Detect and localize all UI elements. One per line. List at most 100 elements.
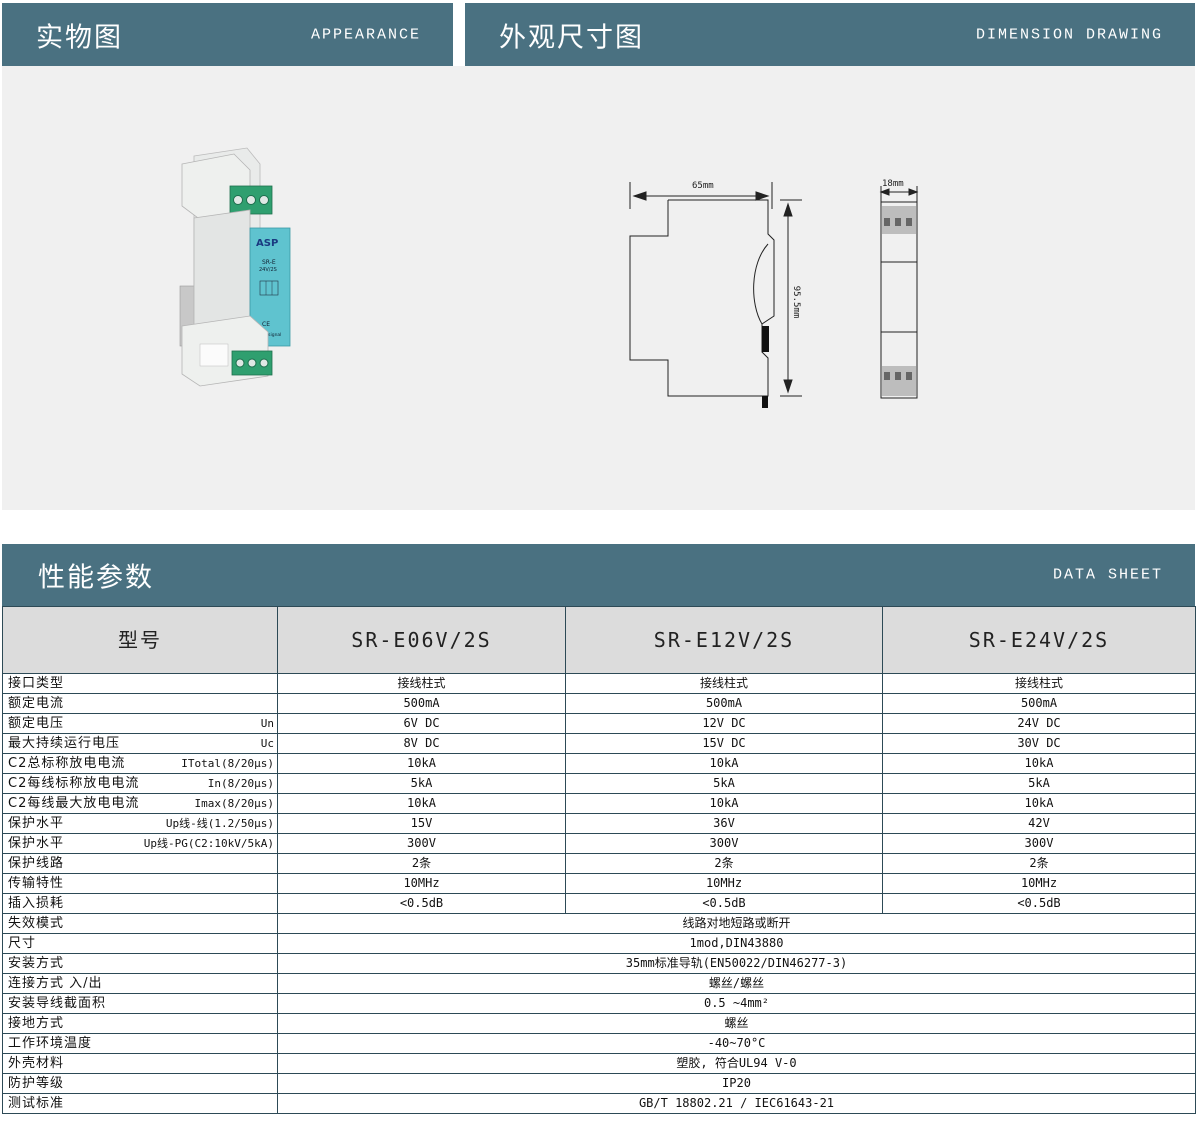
row-value-cell: 10kA — [565, 753, 883, 774]
row-label: 最大持续运行电压 — [8, 736, 121, 751]
row-value-cell: 10kA — [565, 793, 883, 814]
row-common-value-cell: -40~70°C — [277, 1033, 1196, 1054]
row-common-value-cell: 1mod,DIN43880 — [277, 933, 1196, 954]
row-label: 工作环境温度 — [8, 1036, 93, 1051]
row-common-value-cell: IP20 — [277, 1073, 1196, 1094]
row-label: C2总标称放电电流 — [8, 756, 126, 771]
row-value-cell: 24V DC — [882, 713, 1196, 734]
appearance-title-en: APPEARANCE — [310, 26, 421, 43]
row-label: 安装方式 — [8, 956, 65, 971]
row-label: 保护线路 — [8, 856, 65, 871]
row-name-cell: 测试标准 — [2, 1093, 278, 1114]
datasheet-title-en: DATA SHEET — [1052, 566, 1163, 584]
dim-width-label: 65mm — [692, 181, 714, 191]
product-model-sub: 24V/2S — [259, 267, 277, 273]
row-value-cell: 500mA — [565, 693, 883, 714]
row-name-cell: 安装方式 — [2, 953, 278, 974]
row-value-cell: <0.5dB — [565, 893, 883, 914]
row-common-value-cell: 螺丝/螺丝 — [277, 973, 1196, 994]
row-value-cell: 10kA — [882, 753, 1196, 774]
row-label: 测试标准 — [8, 1096, 65, 1111]
row-value-cell: 10kA — [882, 793, 1196, 814]
table-header-row: 型号 SR-E06V/2S SR-E12V/2S SR-E24V/2S — [2, 606, 1196, 674]
row-value-cell: 10MHz — [565, 873, 883, 894]
row-value-cell: 10MHz — [277, 873, 566, 894]
row-value-cell: 300V — [882, 833, 1196, 854]
row-name-cell: 额定电流 — [2, 693, 278, 714]
table-row-common: 连接方式 入/出螺丝/螺丝 — [2, 973, 1196, 994]
row-label: 接地方式 — [8, 1016, 65, 1031]
product-photo: ASP SR-E 24V/2S CE SAPHsignal — [179, 147, 291, 387]
row-value-cell: 10kA — [277, 793, 566, 814]
row-name-cell: 传输特性 — [2, 873, 278, 894]
row-symbol: Up线-PG(C2:10kV/5kA) — [143, 837, 274, 850]
row-label: 插入损耗 — [8, 896, 65, 911]
row-value-cell: 2条 — [277, 853, 566, 874]
datasheet-title-cn: 性能参数 — [38, 562, 154, 594]
row-value-cell: 500mA — [882, 693, 1196, 714]
image-panel: ASP SR-E 24V/2S CE SAPHsignal — [2, 66, 1195, 510]
row-value-cell: <0.5dB — [277, 893, 566, 914]
dimension-title-en: DIMENSION DRAWING — [975, 26, 1163, 43]
row-value-cell: 接线柱式 — [277, 673, 566, 694]
row-value-cell: 2条 — [882, 853, 1196, 874]
product-model-label: SR-E — [262, 259, 276, 266]
table-row: 接口类型接线柱式接线柱式接线柱式 — [2, 673, 1196, 694]
row-value-cell: 5kA — [882, 773, 1196, 794]
row-symbol: Uc — [260, 737, 274, 750]
dim-depth-label: 18mm — [882, 179, 904, 189]
row-name-cell: 保护水平 Up线-PG(C2:10kV/5kA) — [2, 833, 278, 854]
row-value-cell: 8V DC — [277, 733, 566, 754]
table-row-common: 外壳材料塑胶, 符合UL94 V-0 — [2, 1053, 1196, 1074]
table-row: 插入损耗<0.5dB<0.5dB<0.5dB — [2, 893, 1196, 914]
row-name-cell: 安装导线截面积 — [2, 993, 278, 1014]
row-label: 外壳材料 — [8, 1056, 65, 1071]
row-label: 保护水平 — [8, 836, 65, 851]
dimension-side-view: 65mm 95.5mm — [629, 181, 802, 408]
row-label: 防护等级 — [8, 1076, 65, 1091]
row-value-cell: 300V — [565, 833, 883, 854]
row-name-cell: 插入损耗 — [2, 893, 278, 914]
product-ce-mark: CE — [262, 321, 270, 328]
row-label: 保护水平 — [8, 816, 65, 831]
row-value-cell: 15V DC — [565, 733, 883, 754]
row-common-value-cell: 0.5 ~4mm² — [277, 993, 1196, 1014]
row-symbol: Imax(8/20μs) — [194, 797, 274, 810]
row-value-cell: 接线柱式 — [565, 673, 883, 694]
row-value-cell: 5kA — [565, 773, 883, 794]
row-value-cell: 12V DC — [565, 713, 883, 734]
row-name-cell: 防护等级 — [2, 1073, 278, 1094]
row-label: 失效模式 — [8, 916, 65, 931]
row-name-cell: 连接方式 入/出 — [2, 973, 278, 994]
row-value-cell: 5kA — [277, 773, 566, 794]
row-label: 安装导线截面积 — [8, 996, 107, 1011]
row-name-cell: 保护线路 — [2, 853, 278, 874]
row-value-cell: 15V — [277, 813, 566, 834]
row-name-cell: 最大持续运行电压 Uc — [2, 733, 278, 754]
row-name-cell: 接口类型 — [2, 673, 278, 694]
row-value-cell: 42V — [882, 813, 1196, 834]
row-label: 额定电压 — [8, 716, 65, 731]
row-common-value-cell: 螺丝 — [277, 1013, 1196, 1034]
row-label: 额定电流 — [8, 696, 65, 711]
row-value-cell: 500mA — [277, 693, 566, 714]
row-name-cell: 工作环境温度 — [2, 1033, 278, 1054]
product-maker: SAPHsignal — [256, 332, 281, 338]
table-row-common: 安装方式 35mm标准导轨(EN50022/DIN46277-3) — [2, 953, 1196, 974]
row-common-value-cell: 35mm标准导轨(EN50022/DIN46277-3) — [277, 953, 1196, 974]
table-row-common: 失效模式线路对地短路或断开 — [2, 913, 1196, 934]
appearance-header: 实物图 APPEARANCE — [2, 3, 453, 66]
